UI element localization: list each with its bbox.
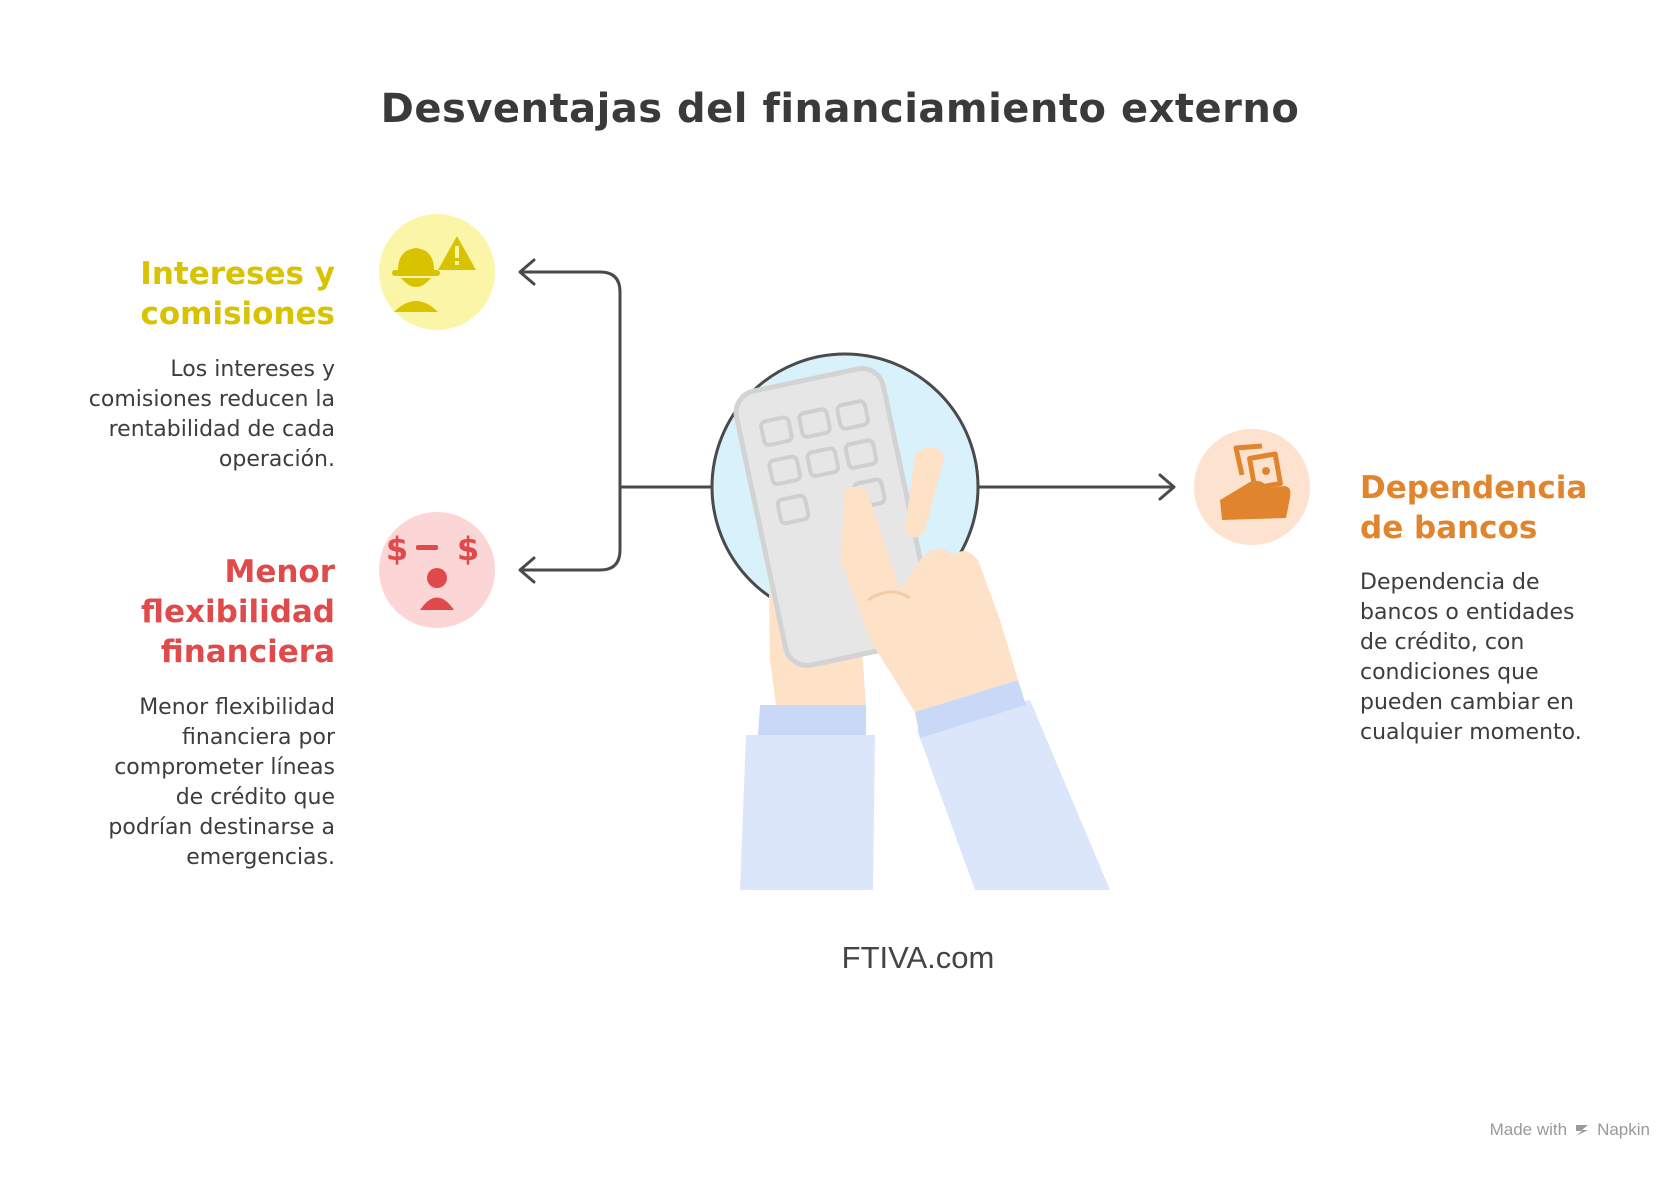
connector-bottom <box>520 485 622 572</box>
description-line: cualquier momento. <box>1360 720 1582 745</box>
description-line: de crédito, con <box>1360 630 1525 655</box>
description-line: emergencias. <box>186 845 335 870</box>
intereses-heading: Intereses y comisiones <box>60 254 335 334</box>
description-line: financiera por <box>182 725 335 750</box>
made-with-badge[interactable]: Made with Napkin <box>1490 1120 1650 1140</box>
connector-top <box>520 270 712 489</box>
badge-brand: Napkin <box>1597 1120 1650 1139</box>
badge-prefix: Made with <box>1489 1120 1568 1139</box>
hand-calculator-icon <box>710 352 1110 890</box>
dependencia-heading: Dependencia de bancos <box>1360 468 1660 548</box>
description-line: bancos o entidades <box>1360 600 1575 625</box>
flexibilidad-heading: Menor flexibilidad financiera <box>60 552 335 672</box>
dependencia-description: Dependencia de bancos o entidades de cré… <box>1360 568 1660 748</box>
description-line: Los intereses y <box>170 357 335 382</box>
intereses-description: Los intereses y comisiones reducen la re… <box>40 355 335 475</box>
description-line: rentabilidad de cada <box>108 417 335 442</box>
heading-line: Dependencia <box>1360 470 1588 506</box>
connectors <box>518 258 1176 584</box>
description-line: Dependencia de <box>1360 570 1540 595</box>
flexibilidad-circle: $ $ <box>379 512 495 628</box>
svg-text:$: $ <box>457 530 479 568</box>
heading-line: comisiones <box>140 296 335 332</box>
arrowhead-bottom <box>518 556 536 584</box>
description-line: pueden cambiar en <box>1360 690 1574 715</box>
arrowhead-top <box>518 258 536 286</box>
footer-site[interactable]: FTIVA.com <box>841 940 995 975</box>
heading-line: de bancos <box>1360 510 1538 546</box>
worker-warning-icon <box>392 236 476 312</box>
heading-line: financiera <box>160 634 335 670</box>
description-line: comprometer líneas <box>114 755 335 780</box>
napkin-logo-icon <box>1576 1125 1589 1136</box>
heading-line: Intereses y <box>140 256 335 292</box>
description-line: operación. <box>218 447 335 472</box>
description-line: condiciones que <box>1360 660 1539 685</box>
heading-line: Menor <box>224 554 335 590</box>
description-line: podrían destinarse a <box>108 815 335 840</box>
intereses-circle <box>379 214 495 330</box>
description-line: de crédito que <box>175 785 335 810</box>
description-line: Menor flexibilidad <box>139 695 335 720</box>
heading-line: flexibilidad <box>141 594 335 630</box>
page-title: Desventajas del financiamiento externo <box>380 86 1300 132</box>
money-person-icon: $ $ <box>386 530 479 610</box>
svg-text:$: $ <box>386 530 408 568</box>
arrowhead-right <box>1158 473 1176 501</box>
description-line: comisiones reducen la <box>88 387 335 412</box>
dependencia-circle <box>1194 429 1310 545</box>
flexibilidad-description: Menor flexibilidad financiera por compro… <box>40 693 335 873</box>
hand-cards-icon <box>1220 443 1291 520</box>
